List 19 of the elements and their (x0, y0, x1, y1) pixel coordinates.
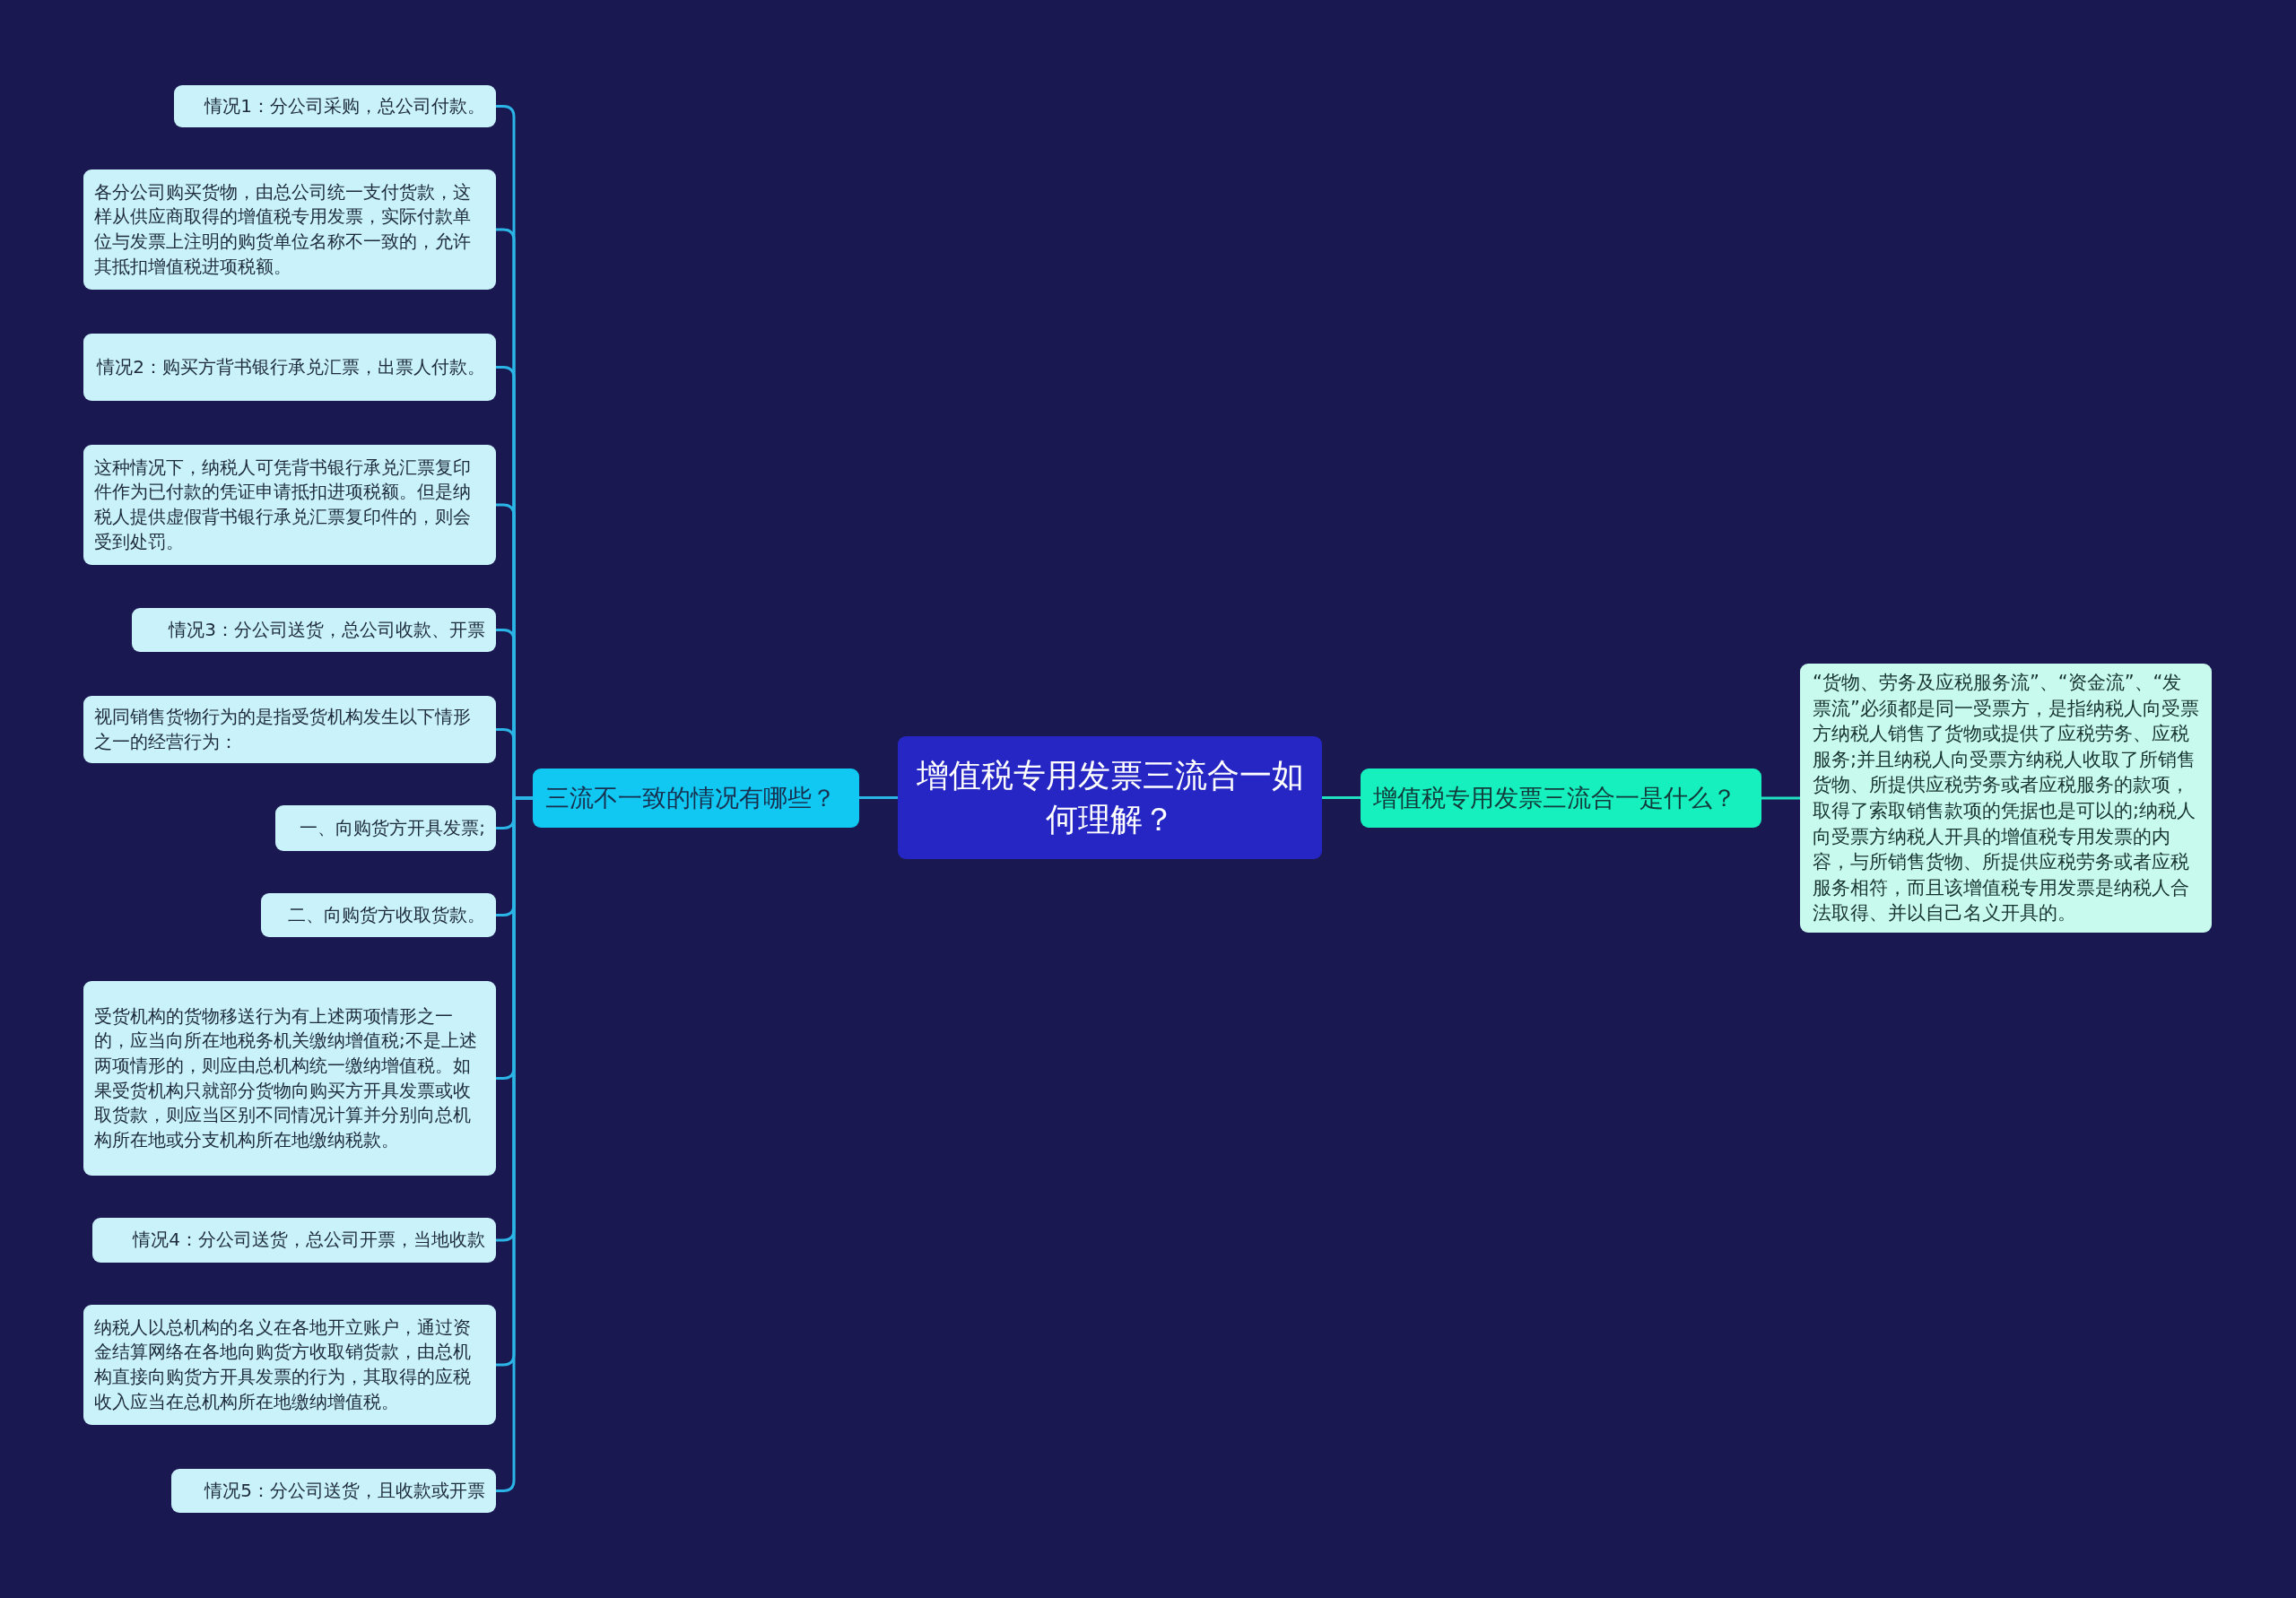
leaf-note: 视同销售货物行为的是指受货机构发生以下情形之一的经营行为： (83, 696, 496, 763)
connector-line (1322, 796, 1361, 799)
central-topic: 增值税专用发票三流合一如何理解？ (898, 736, 1322, 859)
leaf-note: 受货机构的货物移送行为有上述两项情形之一的，应当向所在地税务机关缴纳增值税;不是上述两项情形的，则应由总机构统一缴纳增值税。如果受货机构只就部分货物向购买方开具发票或收取货款，则应当区别不同情况计算并分别向总机构所在地或分支机构所在地缴纳税款。 (83, 981, 496, 1176)
leaf-note: “货物、劳务及应税服务流”、“资金流”、“发票流”必须都是同一受票方，是指纳税人向受票方纳税人销售了货物或提供了应税劳务、应税服务;并且纳税人向受票方纳税人收取了所销售货物、所提供应税劳务或者应税服务的款项，取得了索取销售款项的凭据也是可以的;纳税人向受票方纳税人开具的增值税专用发票的内容，与所销售货物、所提供应税劳务或者应税服务相符，而且该增值税专用发票是纳税人合法取得、并以自己名义开具的。 (1800, 664, 2212, 933)
leaf-note: 这种情况下，纳税人可凭背书银行承兑汇票复印件作为已付款的凭证申请抵扣进项税额。但是纳税人提供虚假背书银行承兑汇票复印件的，则会受到处罚。 (83, 445, 496, 565)
branch-topic: 三流不一致的情况有哪些？ (533, 769, 859, 828)
connector-line (1761, 796, 1800, 800)
leaf-note: 情况1：分公司采购，总公司付款。 (174, 85, 496, 127)
leaf-note: 纳税人以总机构的名义在各地开立账户，通过资金结算网络在各地向购货方收取销货款，由总机构直接向购货方开具发票的行为，其取得的应税收入应当在总机构所在地缴纳增值税。 (83, 1305, 496, 1425)
leaf-note: 情况2：购买方背书银行承兑汇票，出票人付款。 (83, 334, 496, 401)
leaf-note: 情况3：分公司送货，总公司收款、开票 (132, 608, 496, 652)
leaf-note: 各分公司购买货物，由总公司统一支付货款，这样从供应商取得的增值税专用发票，实际付款单位与发票上注明的购货单位名称不一致的，允许其抵扣增值税进项税额。 (83, 169, 496, 290)
leaf-note: 情况4：分公司送货，总公司开票，当地收款 (92, 1218, 496, 1263)
branch-topic: 增值税专用发票三流合一是什么？ (1361, 769, 1761, 828)
leaf-note: 二、向购货方收取货款。 (261, 893, 496, 937)
leaf-note: 一、向购货方开具发票; (275, 805, 496, 851)
connector-line (859, 796, 898, 799)
leaf-note: 情况5：分公司送货，且收款或开票 (171, 1469, 496, 1513)
